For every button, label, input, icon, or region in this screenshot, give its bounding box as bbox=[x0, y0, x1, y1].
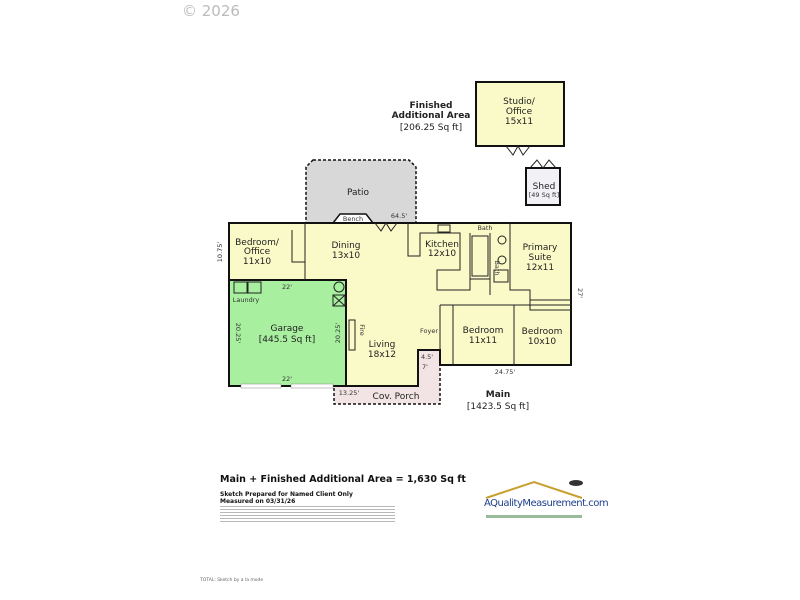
total-area: Main + Finished Additional Area = 1,630 … bbox=[220, 474, 466, 485]
dimension-bottom: 24.75' bbox=[495, 368, 516, 376]
living-dims: 18x12 bbox=[368, 350, 396, 360]
garage-room bbox=[228, 279, 347, 387]
additional-title: Finished bbox=[409, 101, 452, 111]
porch-dim: 7' bbox=[422, 363, 428, 371]
interior-walls bbox=[291, 223, 571, 365]
bedroom-office-dims: 11x10 bbox=[243, 257, 272, 267]
dimension-left: 10.75' bbox=[216, 242, 224, 263]
measured-date: Measured on 03/31/26 bbox=[220, 498, 296, 505]
bath-label: Bath bbox=[493, 260, 501, 275]
toilet-icon bbox=[497, 235, 507, 245]
laundry-label: Laundry bbox=[233, 296, 260, 304]
washer-icon bbox=[233, 281, 248, 294]
bedroom-dims: 10x10 bbox=[528, 337, 557, 347]
main-title: Main bbox=[486, 390, 511, 400]
studio-door-icon bbox=[505, 144, 531, 156]
garage-dim: 22' bbox=[282, 375, 292, 383]
furnace-icon bbox=[332, 294, 346, 307]
entry-door-icon bbox=[374, 222, 398, 232]
garage-dim: 22' bbox=[282, 283, 292, 291]
additional-title: Additional Area bbox=[392, 111, 471, 121]
primary-suite-dims: 12x11 bbox=[526, 263, 554, 273]
sketch-note: Sketch Prepared for Named Client Only Me… bbox=[220, 491, 353, 505]
kitchen-dims: 12x10 bbox=[428, 249, 457, 259]
garage-door bbox=[240, 383, 282, 389]
studio-office-room bbox=[475, 81, 565, 147]
studio-label: Studio/ bbox=[503, 97, 536, 107]
bedroom-label: Bedroom bbox=[522, 327, 563, 337]
bedroom-dims: 11x11 bbox=[469, 336, 497, 346]
kitchen-label: Kitchen bbox=[425, 240, 459, 250]
studio-dims: 15x11 bbox=[505, 117, 533, 127]
dimension-right: 27' bbox=[576, 288, 584, 298]
bath-label: Bath bbox=[477, 224, 492, 232]
copyright-watermark: © 2026 bbox=[182, 2, 240, 20]
porch-dim: 13.25' bbox=[339, 389, 360, 397]
garage-label: Garage bbox=[271, 324, 304, 334]
foyer-label: Foyer bbox=[420, 327, 438, 335]
company-logo bbox=[485, 480, 583, 518]
stove-icon bbox=[437, 224, 451, 233]
furnace-mark bbox=[332, 294, 346, 307]
garage-door bbox=[290, 383, 334, 389]
toilet-icon bbox=[497, 255, 507, 265]
sink-icon bbox=[493, 269, 509, 283]
porch-label: Cov. Porch bbox=[373, 392, 420, 402]
bedroom-office-label: Bedroom/ bbox=[235, 238, 280, 248]
bedroom-office-label: Office bbox=[244, 247, 271, 257]
additional-area: [206.25 Sq ft] bbox=[400, 123, 462, 133]
living-label: Living bbox=[369, 340, 396, 350]
dining-label: Dining bbox=[331, 241, 360, 251]
dining-dims: 13x10 bbox=[332, 251, 361, 261]
patio-dim: 64.5' bbox=[391, 212, 407, 220]
shed-area: [49 Sq ft] bbox=[529, 191, 559, 199]
footer-text: TOTAL: Sketch by a la mode bbox=[200, 578, 264, 583]
disclaimer-fine-print bbox=[220, 505, 395, 523]
bench-label: Bench bbox=[343, 215, 363, 223]
sketch-note-text: Sketch Prepared for Named Client Only bbox=[220, 491, 353, 498]
primary-suite-label: Suite bbox=[529, 253, 552, 263]
fireplace-label: Fire bbox=[358, 324, 366, 336]
dryer-icon bbox=[247, 281, 262, 294]
patio-label: Patio bbox=[347, 188, 370, 198]
garage-area: [445.5 Sq ft] bbox=[259, 335, 315, 345]
tub-icon bbox=[471, 235, 489, 277]
company-logo-text: AQualityMeasurement.com bbox=[484, 498, 609, 509]
water-heater-icon bbox=[333, 281, 345, 293]
main-area: [1423.5 Sq ft] bbox=[467, 402, 529, 412]
studio-label: Office bbox=[506, 107, 533, 117]
shed-door-icon bbox=[529, 159, 557, 169]
garage-dim: 20.25' bbox=[234, 323, 242, 344]
primary-suite-label: Primary bbox=[523, 243, 558, 253]
bedroom-label: Bedroom bbox=[463, 326, 504, 336]
shed-label: Shed bbox=[533, 182, 556, 192]
porch-dim: 4.5' bbox=[421, 353, 433, 361]
garage-dim: 20.25' bbox=[334, 323, 342, 344]
